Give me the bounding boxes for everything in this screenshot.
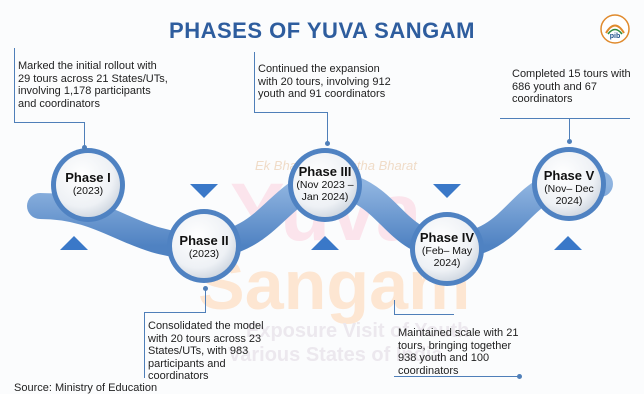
phase-1-period: (2023)	[72, 185, 104, 197]
phase-3-connector	[327, 112, 328, 144]
phase-1-connector-dot	[82, 145, 87, 150]
phase-3-side-line	[254, 52, 255, 112]
phase-5-connector	[569, 118, 570, 142]
phase-4-overline	[394, 314, 454, 315]
phase-4-period: (Feb– May 2024)	[421, 245, 473, 269]
phase-2-overline	[144, 312, 206, 313]
phase-2-connector-dot	[203, 286, 208, 291]
phase-2-connector	[205, 288, 206, 312]
down-arrow-icon	[433, 184, 461, 198]
up-arrow-icon	[311, 236, 339, 250]
up-arrow-icon	[60, 236, 88, 250]
phase-4-connector	[394, 300, 395, 314]
phase-2-description: Consolidated the model with 20 tours acr…	[148, 320, 264, 382]
phase-1-description: Marked the initial rollout with 29 tours…	[18, 60, 168, 110]
phase-4-underline	[394, 376, 520, 377]
phase-1-side-line	[14, 48, 15, 122]
phase-5-name: Phase V	[543, 168, 595, 183]
phase-2-label: Phase II (2023)	[167, 233, 241, 260]
phase-4-label: Phase IV (Feb– May 2024)	[414, 230, 480, 269]
phase-2-side-line	[144, 312, 145, 378]
phase-1-name: Phase I	[65, 170, 111, 185]
phase-3-name: Phase III	[298, 164, 352, 179]
phase-5-label: Phase V (Nov– Dec 2024)	[538, 168, 600, 207]
phase-4-description: Maintained scale with 21 tours, bringing…	[398, 327, 519, 377]
phase-4-name: Phase IV	[419, 230, 475, 245]
watermark-subtitle-1: Exposure Visit of Youth	[246, 320, 470, 342]
phase-5-connector-dot	[567, 139, 572, 144]
phase-2-name: Phase II	[179, 233, 229, 248]
phase-3-connector-dot	[325, 141, 330, 146]
phase-3-underline	[254, 112, 328, 113]
phase-1-underline	[14, 122, 84, 123]
phase-5-underline	[500, 118, 630, 119]
phase-1-label: Phase I (2023)	[51, 170, 125, 197]
pib-logo-text: pib	[610, 33, 621, 40]
page-title: PHASES OF YUVA SANGAM	[169, 18, 475, 43]
phase-5-period: (Nov– Dec 2024)	[544, 183, 594, 207]
phase-2-period: (2023)	[188, 248, 220, 260]
down-arrow-icon	[190, 184, 218, 198]
phase-3-period: (Nov 2023 –Jan 2024)	[296, 179, 354, 203]
phase-3-description: Continued the expansion with 20 tours, i…	[258, 63, 391, 100]
phase-5-description: Completed 15 tours with 686 youth and 67…	[512, 68, 631, 105]
phase-4-connector-dot	[517, 374, 522, 379]
pib-logo: pib	[600, 14, 630, 44]
watermark-subtitle-2: Various States of India	[228, 344, 443, 366]
source-note: Source: Ministry of Education	[14, 382, 158, 394]
phase-1-connector	[84, 122, 85, 148]
up-arrow-icon	[554, 236, 582, 250]
phase-3-label: Phase III (Nov 2023 –Jan 2024)	[290, 164, 360, 203]
